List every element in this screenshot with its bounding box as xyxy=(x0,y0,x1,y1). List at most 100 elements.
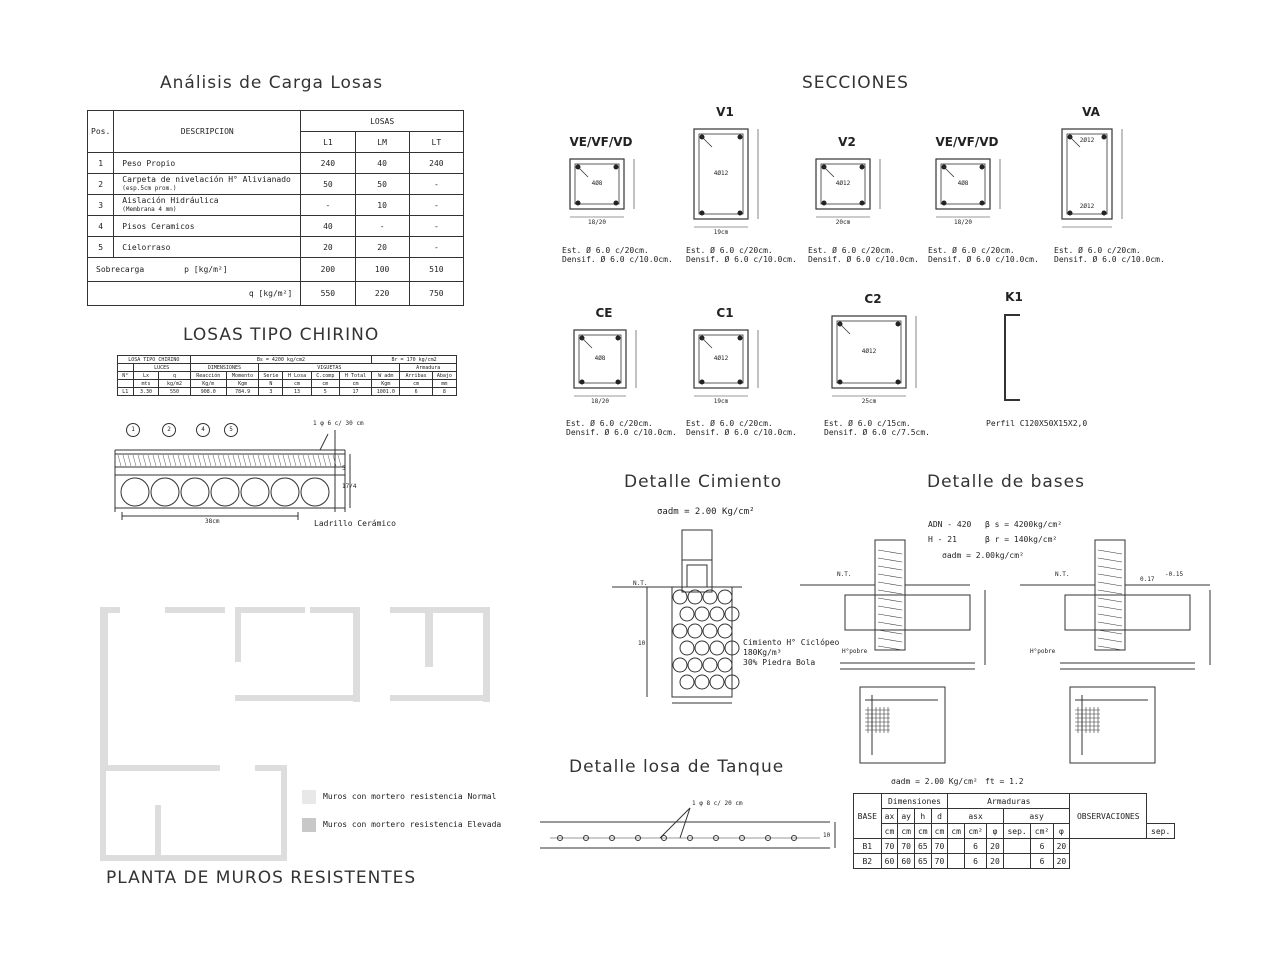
table-row: 3 Aislación Hidráulica(Membrana 4 mm) - … xyxy=(86,194,465,216)
section-est: Est. Ø 6.0 c/20cm. xyxy=(1054,246,1141,255)
rebar-dot xyxy=(1101,210,1107,216)
hatch-line xyxy=(182,454,187,467)
hatch-line xyxy=(332,454,337,467)
hatch-line xyxy=(127,454,132,467)
hatch-line xyxy=(142,454,147,467)
cell: 3 xyxy=(86,194,115,216)
stone xyxy=(687,589,703,605)
cell: sep. xyxy=(1146,823,1175,839)
section-label: VE/VF/VD xyxy=(935,135,999,149)
bases-table: BASE Dimensiones Armaduras OBSERVACIONES… xyxy=(853,793,1175,869)
stone xyxy=(672,623,688,639)
rebar-dot xyxy=(615,335,621,341)
hatch-line xyxy=(282,454,287,467)
desc-text: Carpeta de nivelación H° Alivianado xyxy=(122,174,291,184)
cell: 20 xyxy=(1052,853,1071,869)
section-dens: Densif. Ø 6.0 c/10.0cm. xyxy=(566,428,677,437)
cell: cm xyxy=(282,379,312,388)
hatch-line xyxy=(262,454,267,467)
rebar-dot xyxy=(979,200,985,206)
brick-void xyxy=(120,477,150,507)
hatch-line xyxy=(297,454,302,467)
stirrup-hook xyxy=(838,322,851,335)
cell: q [kg/m²] xyxy=(86,281,302,306)
rebar-dot xyxy=(895,379,901,385)
stirrup xyxy=(574,163,620,205)
cell: cm xyxy=(897,823,915,839)
chirino-slab-drawing xyxy=(114,430,351,520)
rebar-stirrup xyxy=(877,597,903,603)
stirrup xyxy=(836,320,902,384)
stirrup xyxy=(698,334,744,384)
cell: 6 xyxy=(963,853,988,869)
section-bars: 4Ø12 xyxy=(835,180,851,187)
hatch-line xyxy=(242,454,247,467)
section-bars: 4Ø12 xyxy=(713,170,729,177)
cell: 1 xyxy=(86,152,115,174)
stone xyxy=(724,640,740,656)
stone xyxy=(694,674,710,690)
section-caption: Est. Ø 6.0 c/20cm.Densif. Ø 6.0 c/10.0cm… xyxy=(928,246,1039,264)
rebar-stirrup xyxy=(877,629,903,635)
cell: φ xyxy=(986,823,1004,839)
cell: 17 xyxy=(338,387,373,396)
floor-plan xyxy=(100,607,490,861)
stone xyxy=(679,606,695,622)
cell: cm xyxy=(310,379,340,388)
hatch-line xyxy=(257,454,262,467)
cell: DIMENSIONES xyxy=(189,363,260,372)
cell: cm xyxy=(880,823,899,839)
rebar-dot xyxy=(635,835,641,841)
section-bars: 2Ø12 xyxy=(1079,137,1095,144)
total-row: q [kg/m²] 550 220 750 xyxy=(86,281,465,306)
cell: cm xyxy=(947,823,965,839)
load-analysis-table: Pos. DESCRIPCION LOSAS L1 LM LT 1 Peso P… xyxy=(86,110,465,306)
cimiento-title: Detalle Cimiento xyxy=(624,472,783,492)
cell: 750 xyxy=(408,281,465,306)
cell: 65 xyxy=(913,853,932,869)
stirrup xyxy=(1066,133,1108,215)
section-label: V1 xyxy=(716,105,734,119)
table-row: 5 Cielorraso 20 20 - xyxy=(86,236,465,258)
stirrup xyxy=(578,334,622,384)
rebar-dot xyxy=(737,134,743,140)
section-est: Est. Ø 6.0 c/20cm. xyxy=(566,419,653,428)
cell: Br = 170 kg/cm2 xyxy=(371,355,457,364)
cell: 6 xyxy=(963,838,988,854)
brick-void xyxy=(210,477,240,507)
rebar-dot xyxy=(557,835,563,841)
chirino-h1: 5 xyxy=(342,465,346,472)
cell: Bs = 4200 kg/cm2 xyxy=(189,355,373,364)
hatch-line xyxy=(187,454,192,467)
cell: Kgm xyxy=(371,379,401,388)
rebar-stirrup xyxy=(877,581,903,587)
stone xyxy=(709,674,725,690)
section-drawing xyxy=(693,128,759,228)
bases-p1: ADN - 420 xyxy=(928,520,972,529)
rebar-dot xyxy=(737,379,743,385)
hatch-line xyxy=(162,454,167,467)
section-dens: Densif. Ø 6.0 c/10.0cm. xyxy=(808,255,919,264)
c-profile xyxy=(1004,314,1020,401)
cimiento-desc: Cimiento H° Ciclópeo 180Kg/m³ 30% Piedra… xyxy=(743,638,839,668)
section-label: C2 xyxy=(864,292,882,306)
rebar-stirrup xyxy=(1097,565,1123,571)
section-width: 18/20 xyxy=(590,398,610,405)
brick-void xyxy=(150,477,180,507)
section-dens: Densif. Ø 6.0 c/10.0cm. xyxy=(1054,255,1165,264)
cell: 8 xyxy=(431,387,458,396)
section-width: 20cm xyxy=(835,219,851,226)
rebar-dot xyxy=(1067,210,1073,216)
tanque-note: 1 φ 8 c/ 20 cm xyxy=(692,800,743,807)
rebar-stirrup xyxy=(1097,621,1123,627)
hatch-line xyxy=(237,454,242,467)
rebar-stirrup xyxy=(1097,605,1123,611)
section-width: 25cm xyxy=(861,398,877,405)
hatch-line xyxy=(292,454,297,467)
rebar-dot xyxy=(859,200,865,206)
rebar-stirrup xyxy=(877,565,903,571)
rebar-stirrup xyxy=(877,549,903,555)
chirino-note: 1 φ 6 c/ 30 cm xyxy=(313,420,364,427)
stirrup-hook xyxy=(580,336,593,349)
